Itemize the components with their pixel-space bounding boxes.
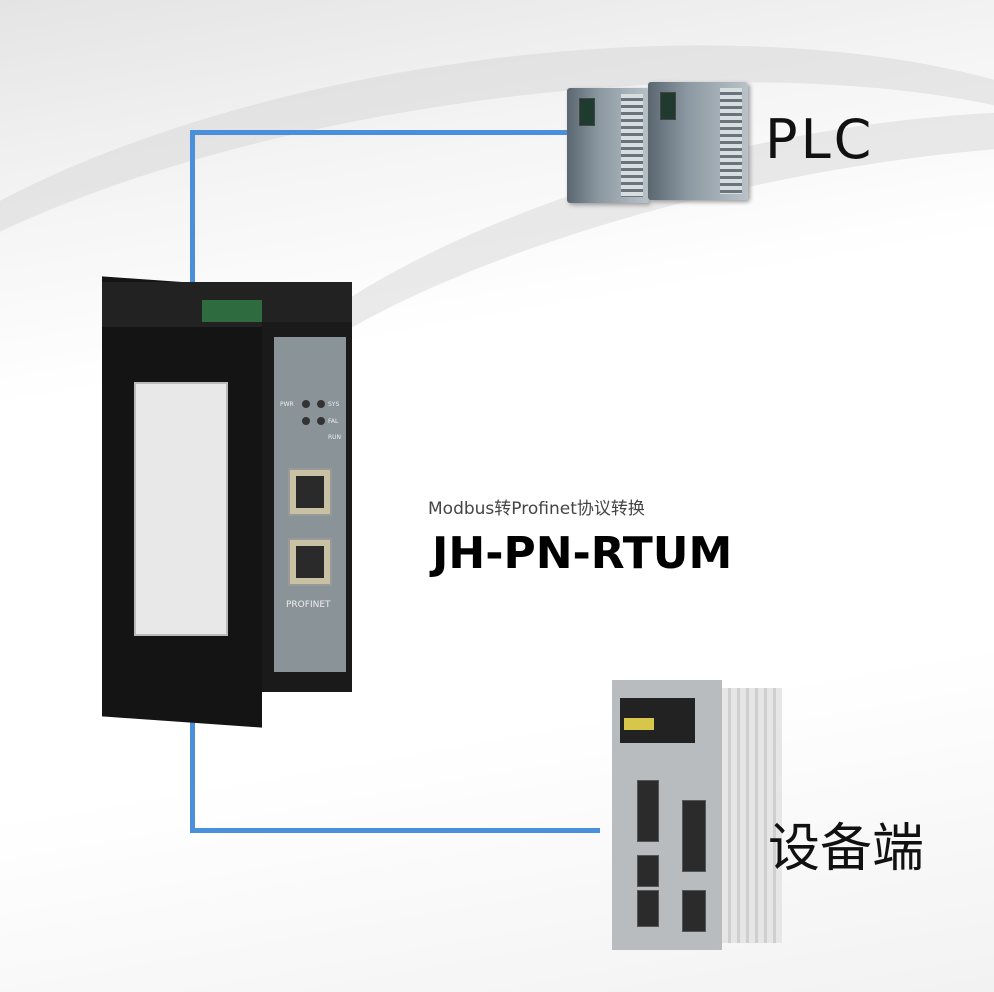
- link-line-top-horizontal: [190, 130, 570, 135]
- gateway-device: PWR SYS FAL RUN PROFINET: [102, 276, 352, 728]
- link-line-bottom-horizontal: [190, 828, 600, 833]
- subtitle: Modbus转Profinet协议转换: [428, 499, 645, 519]
- ethernet-port[interactable]: [288, 468, 332, 516]
- plc-unit: [567, 88, 649, 203]
- link-line-top-vertical: [190, 130, 195, 285]
- ethernet-port[interactable]: [288, 538, 332, 586]
- led-indicator: [302, 417, 310, 425]
- product-sticker: [134, 382, 228, 636]
- servo-drive: [612, 680, 782, 950]
- led-label: RUN: [328, 434, 342, 441]
- link-line-bottom-vertical: [190, 690, 195, 832]
- led-label: FAL: [328, 418, 339, 425]
- led-indicator: [302, 400, 310, 408]
- model-name: JH-PN-RTUM: [432, 528, 733, 579]
- led-label: SYS: [328, 401, 340, 408]
- device-end-label: 设备端: [768, 819, 925, 879]
- port-label: PROFINET: [286, 600, 331, 610]
- led-label: PWR: [280, 401, 294, 408]
- plc-unit: [648, 82, 748, 200]
- led-indicator: [317, 400, 325, 408]
- plc-label: PLC: [765, 108, 875, 171]
- led-indicator: [317, 417, 325, 425]
- serial-terminal: [202, 300, 262, 322]
